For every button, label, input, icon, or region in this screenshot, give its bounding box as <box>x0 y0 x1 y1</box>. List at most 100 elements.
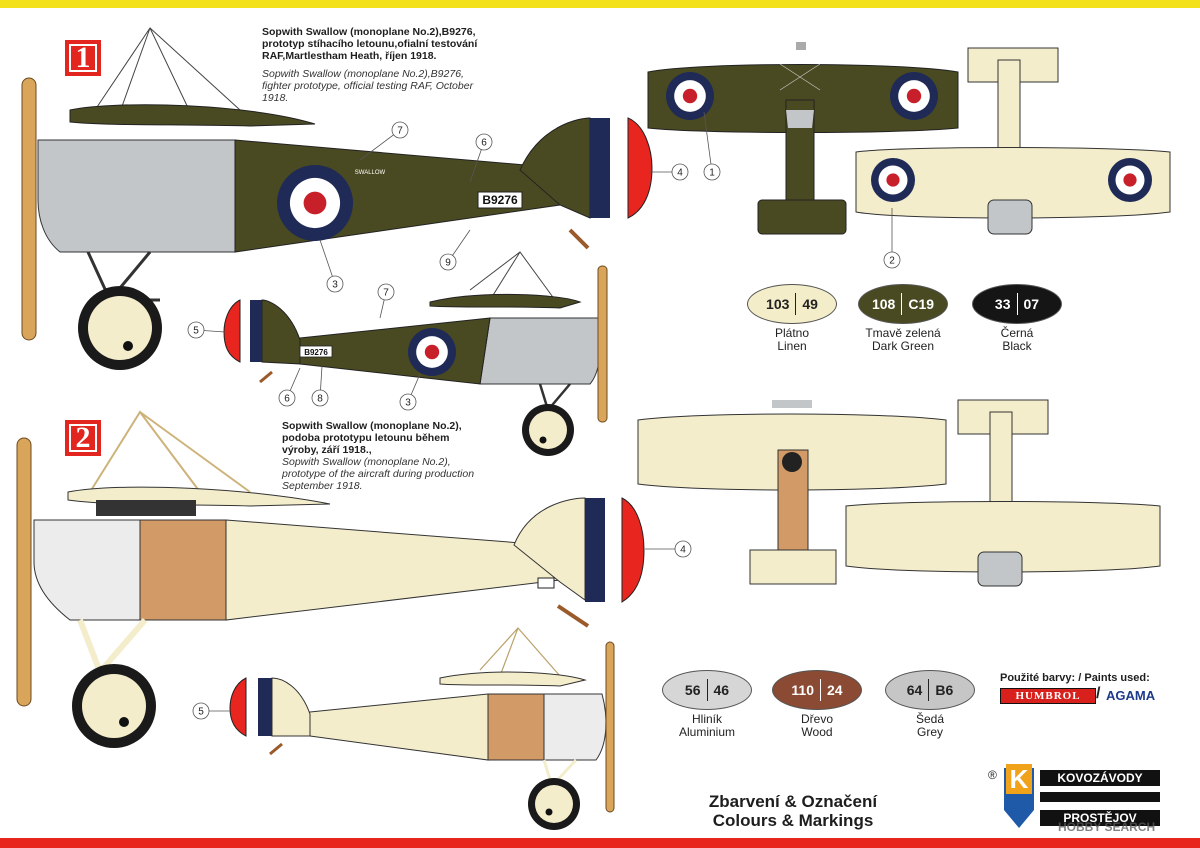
scheme2-title-cz: Sopwith Swallow (monoplane No.2), podoba… <box>282 420 462 456</box>
paint-code-agama: 24 <box>827 682 843 698</box>
callout-circle <box>377 283 395 301</box>
yellow-border <box>0 0 1200 8</box>
paint-name-cz: Plátno <box>774 326 810 340</box>
scheme2-side-view-large <box>16 410 645 748</box>
callout-number: 5 <box>198 707 204 718</box>
callout-number: 3 <box>405 398 411 409</box>
serial-large: B9276 <box>482 193 518 207</box>
paint-name-en: Aluminium <box>678 725 735 739</box>
paint-code-humbrol: 56 <box>684 682 701 698</box>
paint-name-cz: Dřevo <box>800 712 833 726</box>
paint-oval: 103 49 <box>747 284 837 324</box>
scheme1-title-en: Sopwith Swallow (monoplane No.2),B9276, … <box>262 68 474 104</box>
scheme2-title-en: Sopwith Swallow (monoplane No.2), protot… <box>282 456 475 492</box>
logo-stripe <box>1040 792 1160 802</box>
paint-code-humbrol: 108 <box>871 296 896 312</box>
sheet-title: Zbarvení & Označení Colours & Markings <box>660 792 926 830</box>
paints-used-label: Použité barvy: / Paints used: <box>1000 672 1150 684</box>
paint-code-agama: 49 <box>802 296 818 312</box>
paint-code-humbrol: 103 <box>766 296 790 312</box>
swallow-label-large: SWALLOW <box>355 170 386 176</box>
paint-name-en: Black <box>1002 339 1032 353</box>
callout-circle <box>192 702 210 720</box>
paint-code-humbrol: 110 <box>791 682 814 698</box>
callout-circle <box>674 540 692 558</box>
paint-oval: 56 46 <box>662 670 752 710</box>
paint-name-en: Wood <box>801 725 833 739</box>
watermark: HOBBY SEARCH <box>1058 820 1156 834</box>
scheme1-top-view <box>647 42 959 235</box>
paint-name-cz: Hliník <box>691 712 722 726</box>
callout-circle <box>439 253 457 271</box>
callout-number: 8 <box>317 394 323 405</box>
callout-circle <box>883 251 901 269</box>
callout-number: 7 <box>383 288 389 299</box>
scheme2-number: 2 <box>75 421 91 454</box>
callout-circle <box>311 389 329 407</box>
paint-name-en: Dark Green <box>871 339 935 353</box>
callout-number: 4 <box>677 168 683 179</box>
slash-divider: / <box>1096 685 1101 702</box>
callout-number: 7 <box>397 126 403 137</box>
scheme2-bottom-view <box>845 399 1161 587</box>
paint-name-cz: Černá <box>1000 326 1034 340</box>
scheme2-top-view <box>637 400 947 585</box>
callout-circle <box>399 393 417 411</box>
paint-oval: 33 07 <box>972 284 1062 324</box>
logo-line2: PROSTĚJOV <box>1040 810 1160 826</box>
k-letter: K <box>1006 764 1032 794</box>
title-cz: Zbarvení & Označení <box>708 792 878 811</box>
paint-code-agama: C19 <box>908 296 935 312</box>
paint-name-en: Grey <box>916 725 943 739</box>
paint-code-agama: B6 <box>935 682 954 698</box>
paint-code-humbrol: 33 <box>994 296 1011 312</box>
paint-code-agama: 07 <box>1023 296 1040 312</box>
scheme1-title-cz: Sopwith Swallow (monoplane No.2),B9276, … <box>262 26 478 62</box>
callout-circle <box>326 275 344 293</box>
callout-circle <box>703 163 721 181</box>
red-border <box>0 838 1200 848</box>
callout-circle <box>671 163 689 181</box>
humbrol-logo: HUMBROL <box>1000 688 1096 704</box>
callout-circle <box>187 321 205 339</box>
callout-number: 2 <box>889 256 895 267</box>
callout-circle <box>475 133 493 151</box>
agama-logo: AGAMA <box>1106 688 1156 703</box>
paint-code-agama: 46 <box>713 682 730 698</box>
scheme2-side-view-small <box>229 627 615 830</box>
callout-number: 4 <box>680 545 686 556</box>
callout-circle <box>278 389 296 407</box>
paint-name-cz: Tmavě zelená <box>865 326 941 340</box>
callout-leader <box>703 111 713 173</box>
callout-circle <box>391 121 409 139</box>
registered-mark: ® <box>988 768 997 782</box>
scheme1-side-view-large: B9276 SWALLOW <box>21 26 653 370</box>
callout-number: 6 <box>284 394 290 405</box>
scheme1-badge: 1 <box>65 40 101 76</box>
logo-line1: KOVOZÁVODY <box>1040 770 1160 786</box>
scheme2-badge: 2 <box>65 420 101 456</box>
paint-oval: 108 C19 <box>858 284 948 324</box>
kovozavody-logo: ® K KOVOZÁVODY PROSTĚJOV <box>988 764 1164 834</box>
callout-number: 6 <box>481 138 487 149</box>
humbrol-text: HUMBROL <box>1015 690 1081 702</box>
callout-number: 9 <box>445 258 451 269</box>
scheme1-bottom-view <box>855 47 1171 235</box>
scheme1-side-view-small: B9276 <box>223 251 608 456</box>
paint-name-cz: Šedá <box>915 712 945 726</box>
serial-small: B9276 <box>304 348 328 357</box>
paint-code-humbrol: 64 <box>906 682 923 698</box>
callout-number: 1 <box>709 168 715 179</box>
scheme1-number: 1 <box>75 41 91 74</box>
title-en: Colours & Markings <box>712 811 874 830</box>
callout-number: 5 <box>193 326 199 337</box>
